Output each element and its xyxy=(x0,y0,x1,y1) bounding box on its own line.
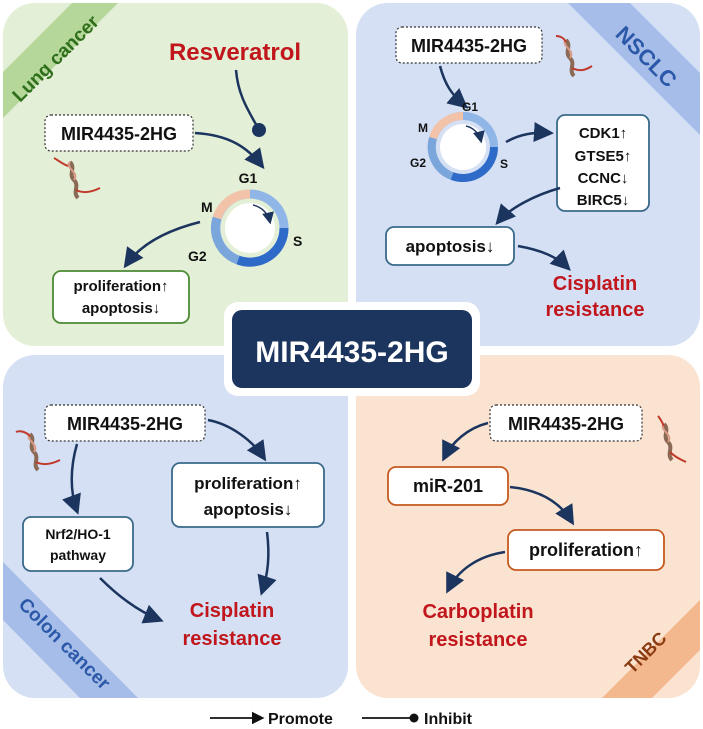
colon-pathway-to-result-arrow xyxy=(99,577,164,624)
nsclc-gene-to-cycle-arrow xyxy=(438,65,469,109)
lung-cycle-to-outcome-arrow xyxy=(123,220,201,269)
lung-g1-label: G1 xyxy=(239,170,258,186)
colon-tag-banner xyxy=(3,562,138,698)
lung-inhibit-line xyxy=(234,69,260,129)
legend-promote-label: Promote xyxy=(268,711,333,728)
tnbc-mirna-to-outcome-arrow xyxy=(509,485,575,526)
tnbc-gene-box xyxy=(489,404,643,442)
center-label: MIR4435-2HG xyxy=(255,336,448,369)
tnbc-gene-label: MIR4435-2HG xyxy=(508,414,624,434)
colon-gene-to-pathway-arrow xyxy=(62,443,81,515)
nsclc-genes-box xyxy=(556,114,650,212)
tnbc-result-line1: Carboplatin xyxy=(422,601,533,623)
tnbc-mirna-box xyxy=(387,466,509,506)
tnbc-outcome-box xyxy=(507,529,665,571)
tnbc-gene-to-mirna-arrow xyxy=(442,421,489,462)
nsclc-rna-strand-icon xyxy=(555,35,593,78)
colon-gene-to-outcome-arrow xyxy=(207,418,267,462)
lung-tag-banner xyxy=(3,3,118,118)
nsclc-gene-label: MIR4435-2HG xyxy=(411,36,527,56)
colon-gene-label: MIR4435-2HG xyxy=(67,414,183,434)
colon-result-line2: resistance xyxy=(183,628,282,650)
nsclc-result-line2: resistance xyxy=(546,299,645,321)
colon-outcome-box xyxy=(171,462,325,528)
colon-pathway-line1: Nrf2/HO-1 xyxy=(45,526,111,542)
nsclc-gene-2: GTSE5↑ xyxy=(575,148,632,165)
tnbc-tag-banner xyxy=(602,600,700,698)
lung-gene-label: MIR4435-2HG xyxy=(61,124,177,144)
nsclc-gene-4: BIRC5↓ xyxy=(577,192,630,209)
lung-outcome-line1: proliferation↑ xyxy=(73,278,168,295)
legend-inhibit-dot xyxy=(409,713,419,723)
nsclc-gene-box xyxy=(395,26,543,64)
lung-rna-strand-icon xyxy=(53,157,101,200)
lung-m-label: M xyxy=(201,199,213,215)
nsclc-g2-label: G2 xyxy=(410,156,426,170)
lung-cell-cycle xyxy=(211,189,289,267)
legend-inhibit-label: Inhibit xyxy=(424,711,473,728)
nsclc-apoptosis-to-result-arrow xyxy=(517,244,571,271)
nsclc-apoptosis-box xyxy=(385,226,515,266)
tnbc-mirna-label: miR-201 xyxy=(413,476,483,496)
nsclc-genes-to-apoptosis-arrow xyxy=(495,186,561,226)
lung-gene-to-cycle-arrow xyxy=(194,131,265,170)
nsclc-g1-label: G1 xyxy=(462,100,478,114)
tnbc-outcome-label: proliferation↑ xyxy=(529,540,643,560)
colon-gene-box xyxy=(44,404,206,442)
nsclc-gene-3: CCNC↓ xyxy=(578,170,629,187)
colon-outcome-line1: proliferation↑ xyxy=(194,474,302,493)
lung-outcome-line2: apoptosis↓ xyxy=(82,300,160,317)
lung-inhibit-dot xyxy=(252,123,266,137)
nsclc-apoptosis-label: apoptosis↓ xyxy=(406,237,495,256)
tnbc-result-line2: resistance xyxy=(429,629,528,651)
colon-pathway-box xyxy=(22,516,134,572)
lung-g2-label: G2 xyxy=(188,248,207,264)
tnbc-outcome-to-result-arrow xyxy=(446,550,506,594)
lung-s-label: S xyxy=(293,233,302,249)
nsclc-m-label: M xyxy=(418,121,428,135)
colon-rna-strand-icon xyxy=(15,430,61,472)
nsclc-gene-1: CDK1↑ xyxy=(579,125,627,142)
colon-pathway-line2: pathway xyxy=(50,547,106,563)
tnbc-rna-strand-icon xyxy=(657,415,687,463)
nsclc-result-line1: Cisplatin xyxy=(553,273,637,295)
nsclc-s-label: S xyxy=(500,157,508,171)
nsclc-tag-banner xyxy=(568,3,700,135)
colon-result-line1: Cisplatin xyxy=(190,600,274,622)
lung-outcome-box xyxy=(52,270,190,324)
lung-gene-box xyxy=(44,114,194,152)
nsclc-cycle-to-genes-arrow xyxy=(505,122,554,144)
center-box xyxy=(232,310,472,388)
colon-outcome-line2: apoptosis↓ xyxy=(204,500,293,519)
lung-drug-label: Resveratrol xyxy=(169,39,301,66)
colon-outcome-to-result-arrow xyxy=(257,531,277,596)
nsclc-cell-cycle xyxy=(427,111,498,182)
